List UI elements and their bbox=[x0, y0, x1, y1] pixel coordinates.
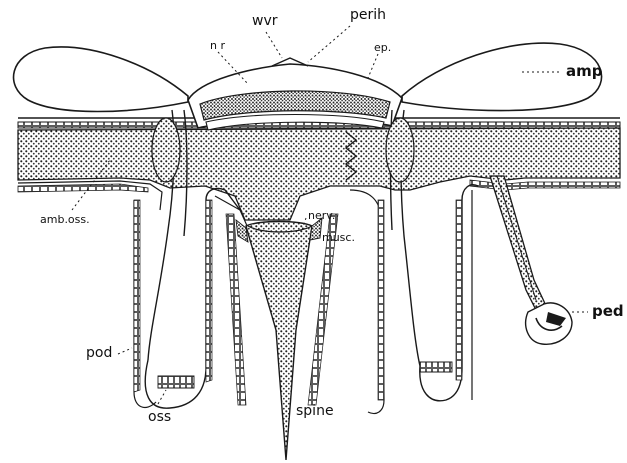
label-musc: musc. bbox=[322, 232, 355, 243]
ossicle-left bbox=[158, 376, 194, 388]
podium-right-cells bbox=[456, 200, 462, 380]
ampulla-left bbox=[14, 47, 188, 111]
podium-left-cells bbox=[134, 200, 140, 392]
leader-perih bbox=[308, 26, 350, 62]
leader-oss bbox=[158, 390, 166, 404]
leader-pod bbox=[118, 348, 132, 354]
label-nerv: nerv. bbox=[308, 210, 335, 221]
label-pod: pod bbox=[86, 346, 112, 360]
tube-foot-sucker bbox=[526, 303, 572, 344]
column-left-inner-cells bbox=[226, 214, 246, 405]
podium-left-inner-wall bbox=[206, 200, 212, 382]
column-right-outer-cells bbox=[378, 200, 384, 400]
label-oss: oss bbox=[148, 410, 171, 424]
podium-left bbox=[145, 188, 240, 408]
label-amb-oss: amb.oss. bbox=[40, 214, 90, 225]
ossicle-right bbox=[420, 362, 452, 372]
left-plate-oval bbox=[152, 118, 180, 182]
label-amp: amp bbox=[566, 64, 603, 79]
leader-wvr bbox=[266, 32, 282, 58]
ambulacral-plate bbox=[18, 128, 620, 220]
label-ped: ped bbox=[592, 304, 624, 319]
label-wvr: wvr bbox=[252, 14, 278, 28]
coelom-lining-left-cells bbox=[18, 184, 148, 192]
label-nr: n r bbox=[210, 40, 225, 51]
right-plate-oval bbox=[386, 118, 414, 182]
leader-ep bbox=[368, 54, 378, 78]
label-ep: ep. bbox=[374, 42, 391, 53]
label-spine: spine bbox=[296, 404, 334, 418]
spine bbox=[246, 222, 312, 461]
tube-foot-stalk-line bbox=[497, 176, 536, 300]
label-perih: perih bbox=[350, 8, 386, 22]
